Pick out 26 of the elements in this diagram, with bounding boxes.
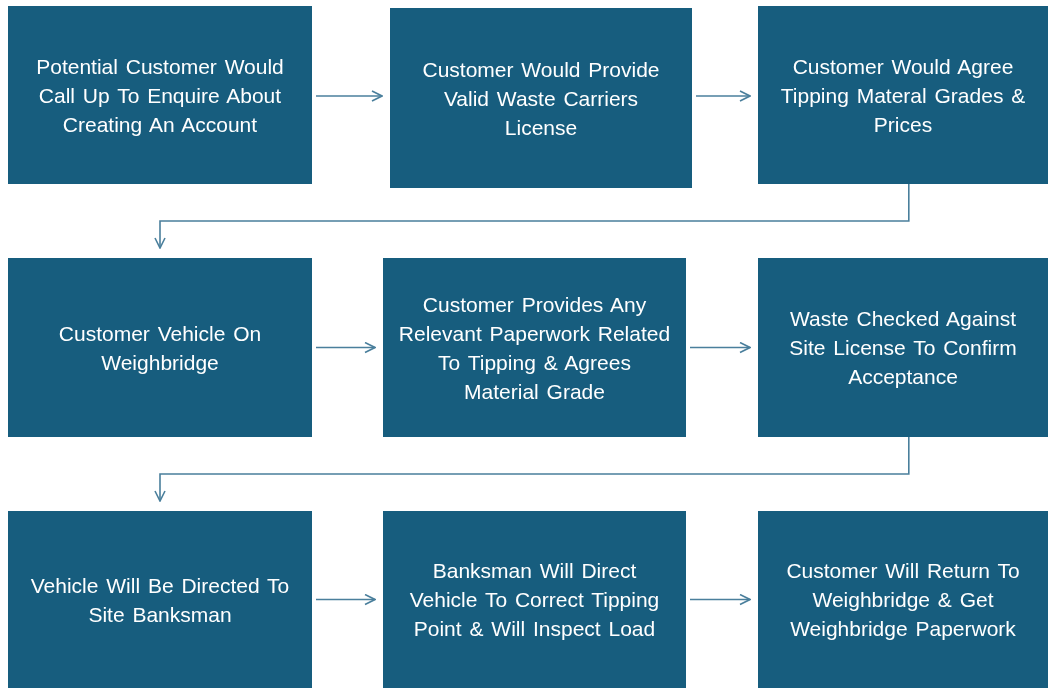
step-text: Customer Would Provide Valid Waste Carriers License — [421, 56, 661, 141]
arrow — [689, 341, 751, 354]
step-text: Customer Vehicle On Weighbridge — [57, 320, 263, 376]
process-box — [758, 511, 1048, 688]
arrow — [154, 436, 910, 502]
arrow — [315, 90, 383, 102]
arrow — [695, 90, 751, 102]
step-text: Customer Provides Any Relevant Paperwork Related To Tipping & Agrees Material Grade — [397, 291, 672, 405]
step-text: Potential Customer Would Call Up To Enquire About Creating An Account — [35, 53, 285, 138]
arrow — [315, 593, 376, 606]
process-box — [8, 258, 312, 437]
process-box — [390, 8, 692, 188]
step-text: Vehicle Will Be Directed To Site Banksman — [29, 572, 291, 628]
process-box — [383, 258, 686, 437]
process-box — [8, 511, 312, 688]
process-box — [758, 258, 1048, 437]
process-box — [383, 511, 686, 688]
step-text: Customer Would Agree Tipping Materal Grades & Prices — [779, 53, 1027, 138]
process-box — [8, 6, 312, 184]
process-box — [758, 6, 1048, 184]
step-text: Waste Checked Against Site License To Confirm Acceptance — [788, 306, 1018, 390]
arrow — [154, 183, 910, 249]
arrow — [315, 341, 376, 354]
step-text: Banksman Will Direct Vehicle To Correct Tipping Point & Will Inspect Load — [408, 558, 661, 642]
step-text: Customer Will Return To Weighbridge & Get Weighbridge Paperwork — [785, 558, 1021, 642]
arrow — [689, 593, 751, 606]
